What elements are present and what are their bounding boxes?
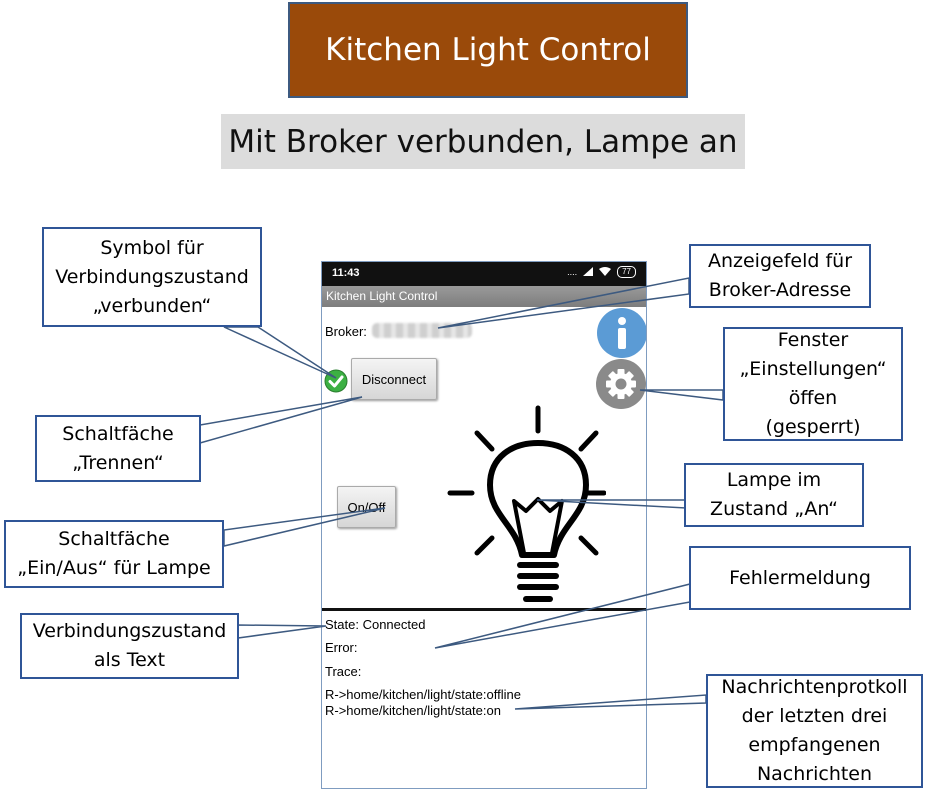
signal-icon: ....: [567, 267, 578, 277]
lightbulb-icon: [446, 405, 607, 611]
callout-error-message: Fehlermeldung: [689, 546, 911, 610]
broker-label: Broker:: [325, 324, 367, 339]
phone-screen: 11:43 .... 77 Kitchen Light Control Brok…: [321, 261, 647, 789]
divider: [322, 608, 646, 611]
status-time: 11:43: [332, 267, 360, 279]
gear-icon[interactable]: [595, 358, 646, 410]
page-subtitle: Mit Broker verbunden, Lampe an: [221, 114, 745, 169]
check-icon: [324, 369, 348, 393]
state-text: State: Connected: [325, 617, 426, 632]
trace-text: Trace:: [325, 664, 362, 679]
battery-icon: 77: [617, 266, 636, 278]
onoff-button[interactable]: On/Off: [337, 486, 396, 528]
message-log-line: R->home/kitchen/light/state:on: [325, 703, 501, 718]
callout-onoff-button: Schaltfäche„Ein/Aus“ für Lampe: [4, 520, 224, 588]
broker-address-field: [372, 323, 472, 338]
page-title: Kitchen Light Control: [288, 2, 688, 98]
message-log-line: R->home/kitchen/light/state:offline: [325, 687, 521, 702]
app-title: Kitchen Light Control: [326, 289, 438, 303]
error-text: Error:: [325, 640, 358, 655]
callout-settings-window: Fenster„Einstellungen“ öffen(gesperrt): [723, 327, 903, 441]
cell-signal-icon: [583, 266, 594, 278]
status-bar: 11:43 .... 77: [322, 262, 646, 286]
app-bar: Kitchen Light Control: [322, 286, 646, 307]
info-icon[interactable]: [596, 307, 646, 359]
disconnect-button[interactable]: Disconnect: [351, 358, 437, 400]
callout-disconnect-button: Schaltfäche„Trennen“: [35, 415, 201, 482]
wifi-icon: [599, 266, 612, 278]
